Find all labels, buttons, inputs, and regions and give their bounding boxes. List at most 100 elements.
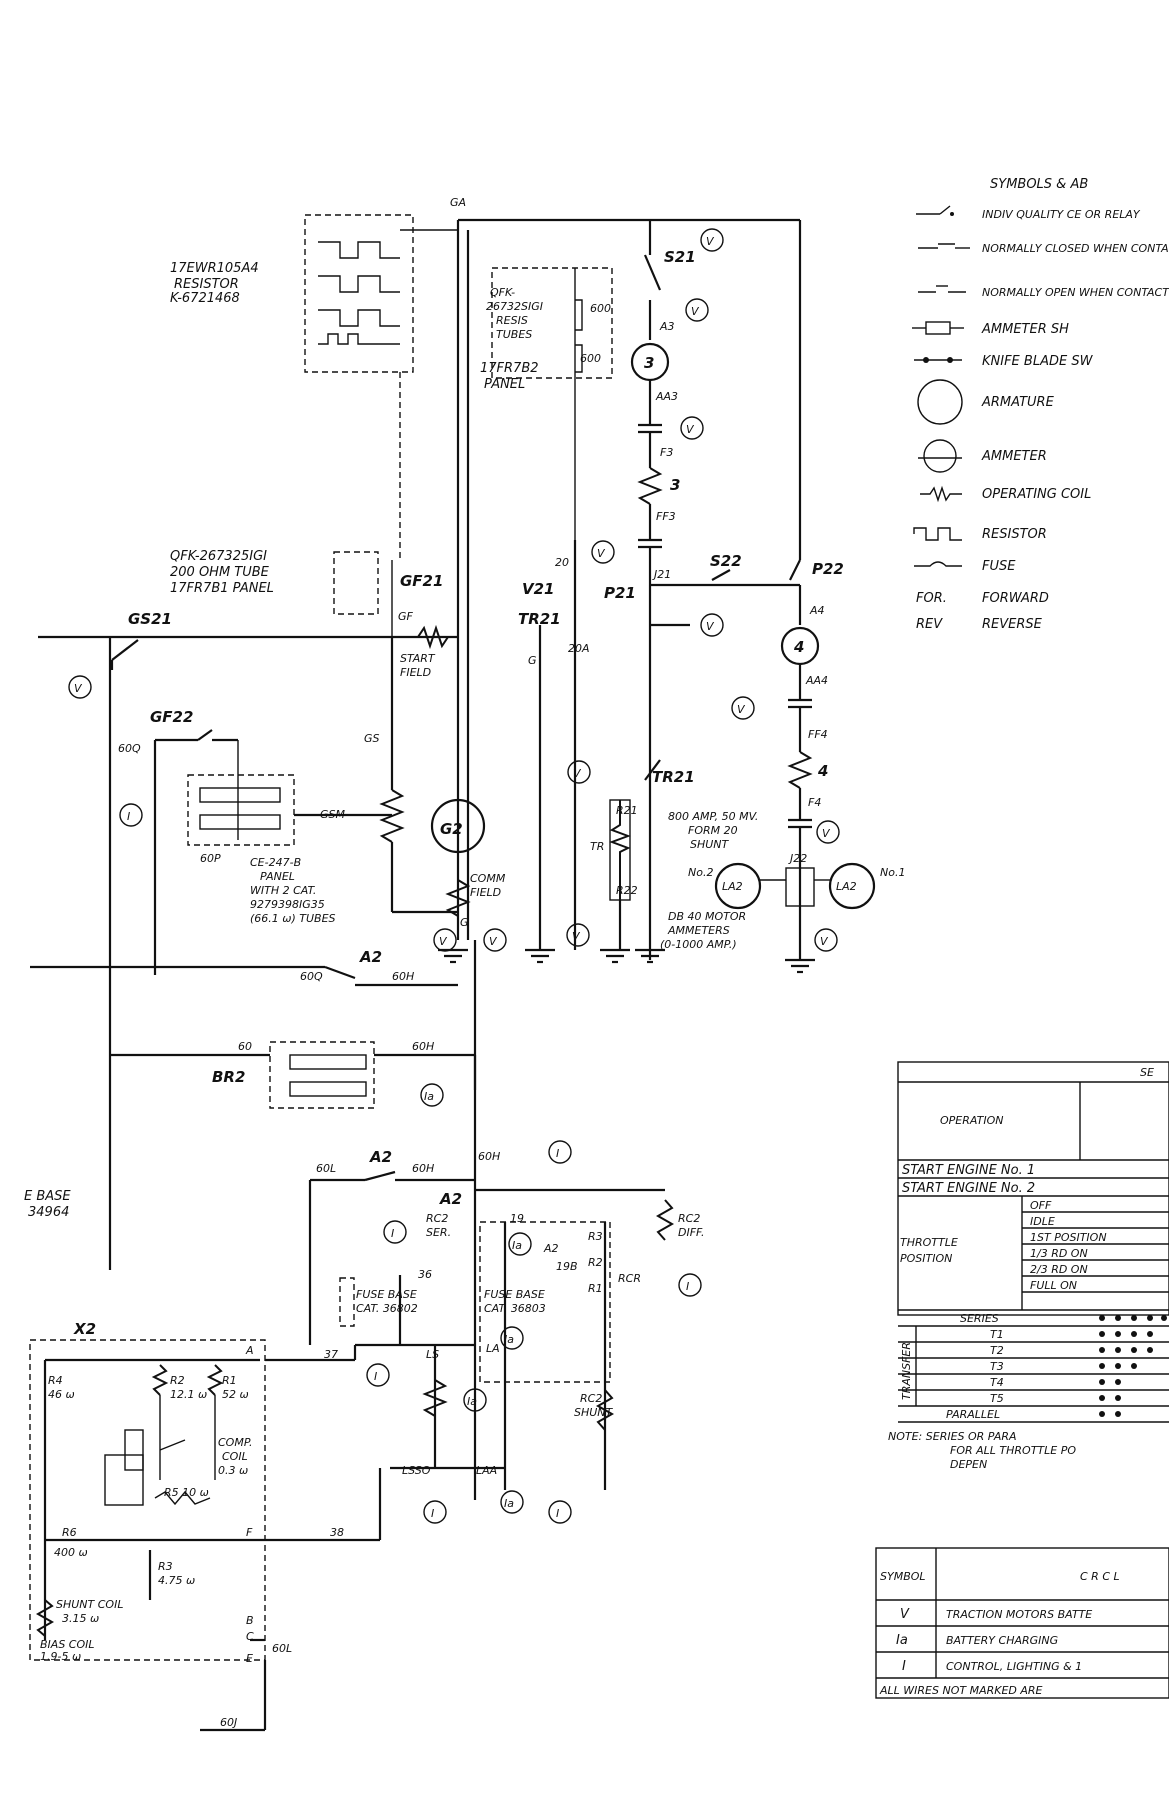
seq-series: SERIES bbox=[960, 1312, 999, 1325]
svg-text:I: I bbox=[556, 1507, 559, 1520]
seq-note-2: DEPEN bbox=[950, 1458, 987, 1471]
svg-text:FIELD: FIELD bbox=[400, 666, 431, 679]
svg-text:V: V bbox=[489, 935, 498, 948]
svg-text:400 ω: 400 ω bbox=[54, 1546, 88, 1559]
svg-text:A4: A4 bbox=[809, 604, 825, 617]
svg-text:Ia: Ia bbox=[504, 1333, 514, 1346]
svg-text:20A: 20A bbox=[568, 642, 590, 655]
svg-text:FUSE BASE: FUSE BASE bbox=[484, 1288, 545, 1301]
seq-transfer: TRANSFER bbox=[900, 1342, 913, 1400]
symbol-row-0-sym: V bbox=[900, 1607, 910, 1622]
legend-title: SYMBOLS & AB bbox=[990, 177, 1088, 192]
svg-text:V: V bbox=[737, 703, 746, 716]
svg-text:E BASE: E BASE bbox=[24, 1189, 71, 1204]
svg-text:A3: A3 bbox=[659, 320, 675, 333]
svg-text:SER.: SER. bbox=[426, 1226, 451, 1239]
legend-text-11: REVERSE bbox=[982, 617, 1043, 632]
seq-header-right: SE bbox=[1140, 1066, 1154, 1079]
svg-text:17EWR105A4: 17EWR105A4 bbox=[170, 261, 259, 276]
svg-text:CE-247-B: CE-247-B bbox=[250, 856, 301, 869]
svg-text:R3: R3 bbox=[158, 1560, 173, 1573]
svg-text:60H: 60H bbox=[478, 1150, 500, 1163]
svg-text:R22: R22 bbox=[616, 884, 638, 897]
seq-operation: OPERATION bbox=[940, 1114, 1003, 1127]
ammeter-la2-no1 bbox=[828, 862, 876, 910]
svg-text:FF3: FF3 bbox=[656, 510, 676, 523]
svg-text:DB 40 MOTOR: DB 40 MOTOR bbox=[668, 910, 746, 923]
svg-text:52 ω: 52 ω bbox=[222, 1388, 249, 1401]
svg-text:FUSE BASE: FUSE BASE bbox=[356, 1288, 417, 1301]
seq-t-3: T4 bbox=[990, 1376, 1004, 1389]
svg-text:QFK-267325IGI: QFK-267325IGI bbox=[170, 549, 267, 564]
svg-text:GS: GS bbox=[364, 732, 380, 745]
svg-text:V: V bbox=[439, 935, 448, 948]
seq-row-0: START ENGINE No. 1 bbox=[902, 1163, 1035, 1178]
svg-text:V: V bbox=[572, 930, 581, 943]
symbol-row-2-sym: I bbox=[902, 1659, 906, 1674]
seq-dots bbox=[1099, 1315, 1167, 1417]
svg-text:36: 36 bbox=[418, 1268, 432, 1281]
svg-text:C: C bbox=[246, 1630, 254, 1643]
symbols-legend: SYMBOLS & AB INDIV QUALITY CE OR RELAY N… bbox=[912, 177, 1169, 632]
svg-text:DIFF.: DIFF. bbox=[678, 1226, 704, 1239]
symbol-table: SYMBOL C R C L V TRACTION MOTORS BATTE I… bbox=[875, 1547, 1169, 1699]
svg-text:20: 20 bbox=[555, 556, 569, 569]
svg-text:Ia: Ia bbox=[467, 1395, 477, 1408]
legend-text-2: NORMALLY OPEN WHEN CONTACTS bbox=[982, 286, 1169, 299]
svg-text:TR21: TR21 bbox=[652, 768, 695, 786]
legend-text-6: AMMETER bbox=[981, 449, 1047, 464]
svg-text:F3: F3 bbox=[660, 446, 673, 459]
svg-text:4: 4 bbox=[817, 762, 828, 780]
svg-text:Ia: Ia bbox=[424, 1090, 434, 1103]
svg-text:TR: TR bbox=[590, 840, 604, 853]
svg-text:60J: 60J bbox=[220, 1716, 237, 1729]
symbol-table-header: SYMBOL bbox=[880, 1570, 926, 1583]
svg-text:60H: 60H bbox=[412, 1040, 434, 1053]
svg-text:S22: S22 bbox=[710, 552, 742, 570]
svg-text:TUBES: TUBES bbox=[496, 328, 532, 341]
contactor-icon bbox=[916, 205, 954, 216]
svg-text:34964: 34964 bbox=[28, 1205, 69, 1220]
svg-text:WITH 2 CAT.: WITH 2 CAT. bbox=[250, 884, 316, 897]
svg-text:GF: GF bbox=[398, 610, 414, 623]
svg-text:GA: GA bbox=[450, 196, 466, 209]
svg-text:RC2: RC2 bbox=[426, 1212, 448, 1225]
svg-text:PANEL: PANEL bbox=[484, 377, 525, 392]
legend-text-0: INDIV QUALITY CE OR RELAY bbox=[982, 208, 1141, 221]
seq-throttle-row-1: IDLE bbox=[1030, 1215, 1055, 1228]
svg-text:Ia: Ia bbox=[512, 1239, 522, 1252]
svg-text:F: F bbox=[246, 1526, 253, 1539]
svg-text:COMP.: COMP. bbox=[218, 1436, 252, 1449]
svg-text:SHUNT: SHUNT bbox=[574, 1406, 614, 1419]
svg-text:(0-1000 AMP.): (0-1000 AMP.) bbox=[660, 938, 737, 951]
svg-text:TR21: TR21 bbox=[518, 610, 561, 628]
svg-text:I: I bbox=[686, 1280, 689, 1293]
legend-text-3: AMMETER SH bbox=[981, 322, 1069, 337]
seq-note-1: FOR ALL THROTTLE PO bbox=[950, 1444, 1076, 1457]
svg-text:RCR: RCR bbox=[618, 1272, 641, 1285]
seq-t-0: T1 bbox=[990, 1328, 1004, 1341]
x2-regulator-box bbox=[29, 1339, 266, 1661]
svg-text:SHUNT: SHUNT bbox=[690, 838, 730, 851]
legend-abbr-10: FOR. bbox=[916, 591, 947, 606]
svg-text:AA4: AA4 bbox=[805, 674, 828, 687]
svg-text:4: 4 bbox=[793, 638, 804, 656]
svg-text:SHUNT COIL: SHUNT COIL bbox=[56, 1598, 123, 1611]
svg-text:GF21: GF21 bbox=[400, 572, 443, 590]
svg-text:AA3: AA3 bbox=[655, 390, 678, 403]
svg-text:R2: R2 bbox=[170, 1374, 185, 1387]
seq-row-1: START ENGINE No. 2 bbox=[902, 1181, 1035, 1196]
svg-text:START: START bbox=[400, 652, 436, 665]
svg-text:X2: X2 bbox=[73, 1320, 96, 1338]
symbol-table-header2: C R C L bbox=[1080, 1570, 1120, 1583]
svg-text:No.2: No.2 bbox=[688, 866, 713, 879]
svg-text:V: V bbox=[597, 547, 606, 560]
seq-t-4: T5 bbox=[990, 1392, 1004, 1405]
meter-markers: V V V V V V V V V V V V V I I I I I I I … bbox=[68, 228, 840, 1524]
svg-text:J21: J21 bbox=[652, 568, 671, 581]
svg-text:No.1: No.1 bbox=[880, 866, 905, 879]
normally-closed-icon bbox=[918, 243, 970, 249]
svg-text:19: 19 bbox=[510, 1212, 524, 1225]
svg-text:G: G bbox=[460, 916, 469, 929]
svg-text:26732SIGI: 26732SIGI bbox=[486, 300, 543, 313]
